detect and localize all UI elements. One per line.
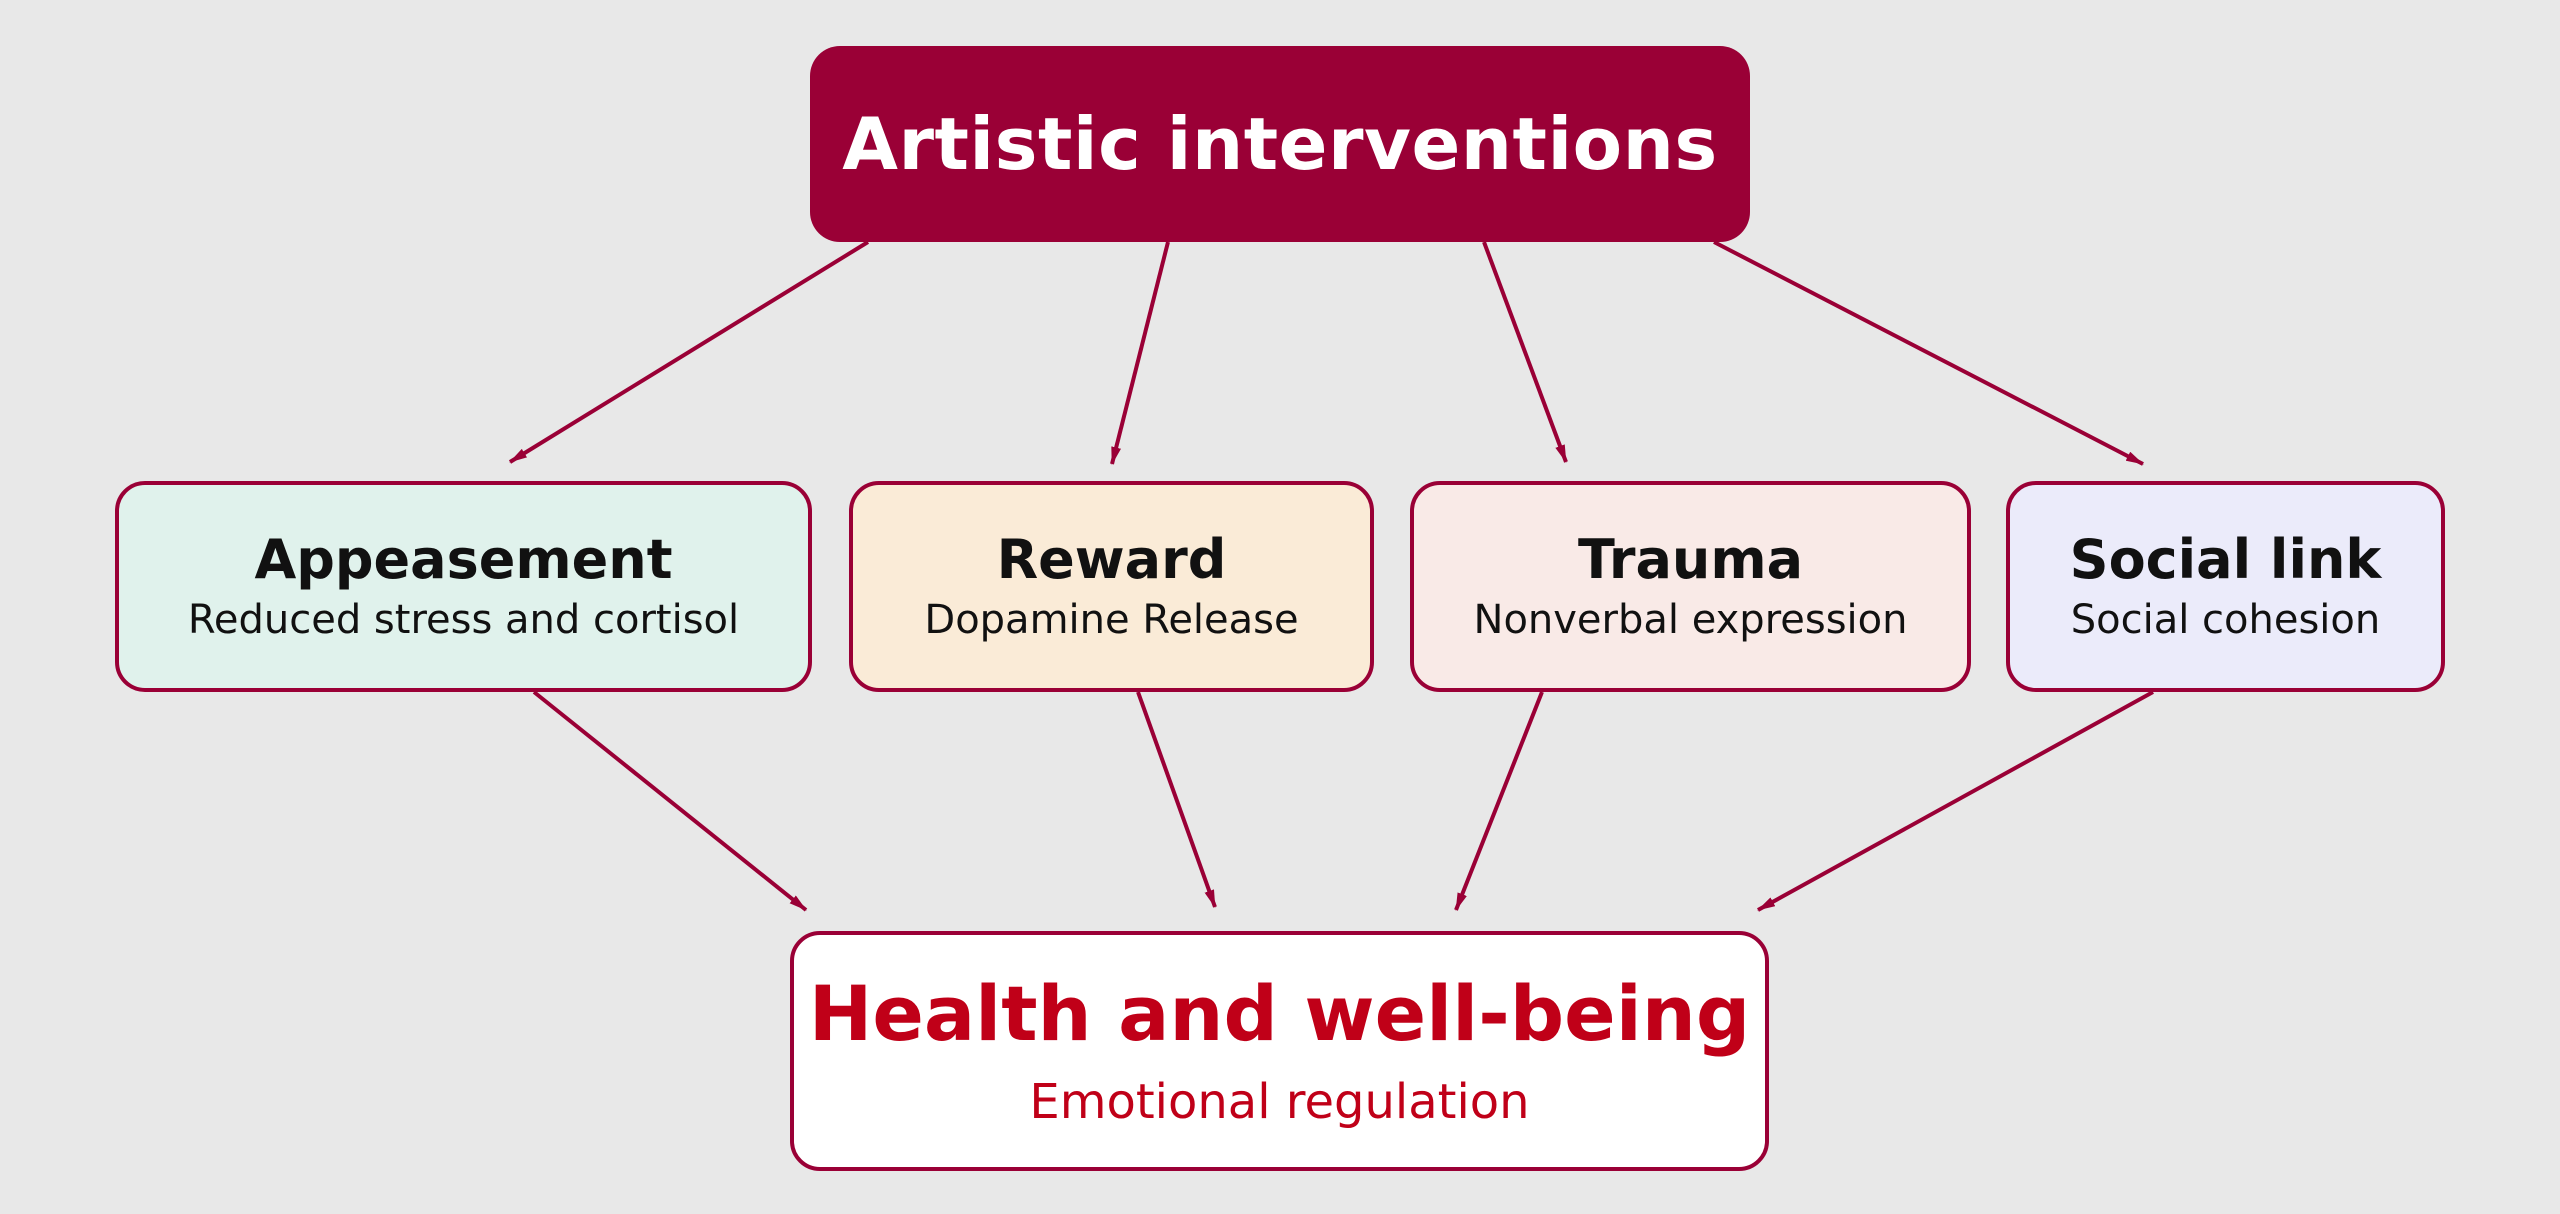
mechanism-title: Trauma bbox=[1577, 527, 1804, 591]
source-node-artistic-interventions: Artistic interventions bbox=[810, 46, 1750, 242]
arrow-reward-to-outcome bbox=[1136, 691, 1217, 908]
arrow-social-link-to-outcome bbox=[1757, 690, 2154, 912]
arrow-top-to-reward bbox=[1110, 241, 1170, 465]
mechanism-subtitle: Reduced stress and cortisol bbox=[187, 597, 740, 644]
mechanism-title: Reward bbox=[996, 527, 1227, 591]
arrow-top-to-trauma bbox=[1482, 241, 1568, 463]
mechanism-subtitle: Nonverbal expression bbox=[1473, 597, 1908, 644]
mechanism-title: Social link bbox=[2069, 527, 2382, 591]
mechanism-subtitle: Dopamine Release bbox=[924, 597, 1299, 644]
mechanism-title: Appeasement bbox=[254, 527, 673, 591]
mechanism-node-social-link: Social link Social cohesion bbox=[2006, 481, 2445, 692]
arrow-appeasement-to-outcome bbox=[532, 690, 808, 912]
mechanism-subtitle: Social cohesion bbox=[2070, 597, 2381, 644]
outcome-title: Health and well-being bbox=[808, 969, 1751, 1059]
mechanism-node-appeasement: Appeasement Reduced stress and cortisol bbox=[115, 481, 812, 692]
arrow-trauma-to-outcome bbox=[1454, 691, 1544, 911]
arrow-top-to-social-link bbox=[1713, 240, 2144, 466]
arrow-top-to-appeasement bbox=[508, 240, 870, 464]
mechanism-node-trauma: Trauma Nonverbal expression bbox=[1410, 481, 1971, 692]
source-node-title: Artistic interventions bbox=[842, 102, 1718, 186]
mechanism-node-reward: Reward Dopamine Release bbox=[849, 481, 1374, 692]
outcome-subtitle: Emotional regulation bbox=[1029, 1073, 1530, 1130]
outcome-node-health: Health and well-being Emotional regulati… bbox=[790, 931, 1769, 1171]
